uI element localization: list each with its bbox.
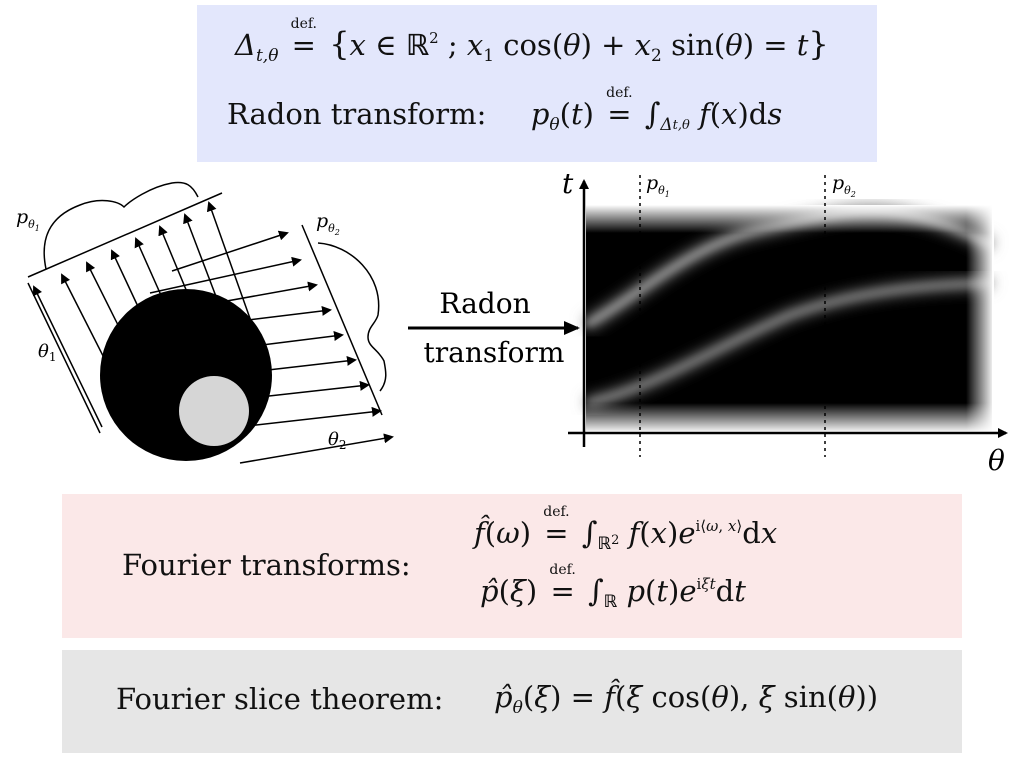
radon-transform-label: Radon transform: — [227, 97, 487, 131]
label-ptheta2: pθ2 — [316, 210, 340, 237]
fourier-slice-box: Fourier slice theorem: p̂θ(ξ) = f̂(ξ cos… — [62, 650, 962, 753]
radon-arrow-label-1: Radon — [439, 287, 530, 320]
fourier-label: Fourier transforms: — [122, 548, 411, 582]
fourier-transforms-box: Fourier transforms: f̂(ω) def.= ∫ℝ2 f(x)… — [62, 494, 962, 638]
radon-diagram: pθ1 pθ2 θ1 θ2 Radon transform t θ — [16, 167, 1008, 477]
theta1-axis — [27, 282, 101, 434]
label-theta2: θ2 — [328, 429, 346, 452]
object-diagram: pθ1 pθ2 θ1 θ2 — [16, 181, 394, 464]
fourier-formula-p: p̂(ξ) def.= ∫ℝ p(t)eiξtdt — [480, 562, 746, 612]
detector-line-theta2 — [301, 224, 383, 416]
object-inner-disk — [179, 376, 249, 446]
projection-rays-theta2 — [149, 230, 394, 464]
label-ptheta1: pθ1 — [16, 206, 40, 233]
marker-label-theta1: pθ1 — [646, 172, 670, 199]
sinogram-image — [583, 204, 995, 433]
profile-ptheta1 — [43, 181, 199, 270]
object-disk — [100, 289, 272, 461]
line-radon-definition: Radon transform: pθ(t) def.= ∫Δt,θ f(x)d… — [227, 85, 783, 135]
label-theta1: θ1 — [38, 341, 56, 364]
sinogram-plot: t θ pθ1 pθ2 — [562, 167, 1008, 477]
definition-box: Δt,θ def.= {x ∈ ℝ2 ; x1 cos(θ) + x2 sin(… — [197, 5, 877, 162]
radon-arrow-label-2: transform — [424, 336, 565, 369]
fourier-formula-f: f̂(ω) def.= ∫ℝ2 f(x)ei⟨ω, x⟩dx — [474, 504, 778, 554]
axis-label-theta: θ — [988, 444, 1005, 477]
slice-label: Fourier slice theorem: — [116, 682, 444, 716]
marker-label-theta2: pθ2 — [832, 172, 856, 199]
detector-line-theta1 — [27, 192, 223, 278]
axis-label-t: t — [562, 167, 574, 200]
slice-formula: p̂θ(ξ) = f̂(ξ cos(θ), ξ sin(θ)) — [494, 680, 879, 718]
radon-arrow: Radon transform — [408, 287, 580, 369]
profile-ptheta2 — [317, 242, 387, 392]
line-set-definition: Δt,θ def.= {x ∈ ℝ2 ; x1 cos(θ) + x2 sin(… — [235, 16, 829, 66]
